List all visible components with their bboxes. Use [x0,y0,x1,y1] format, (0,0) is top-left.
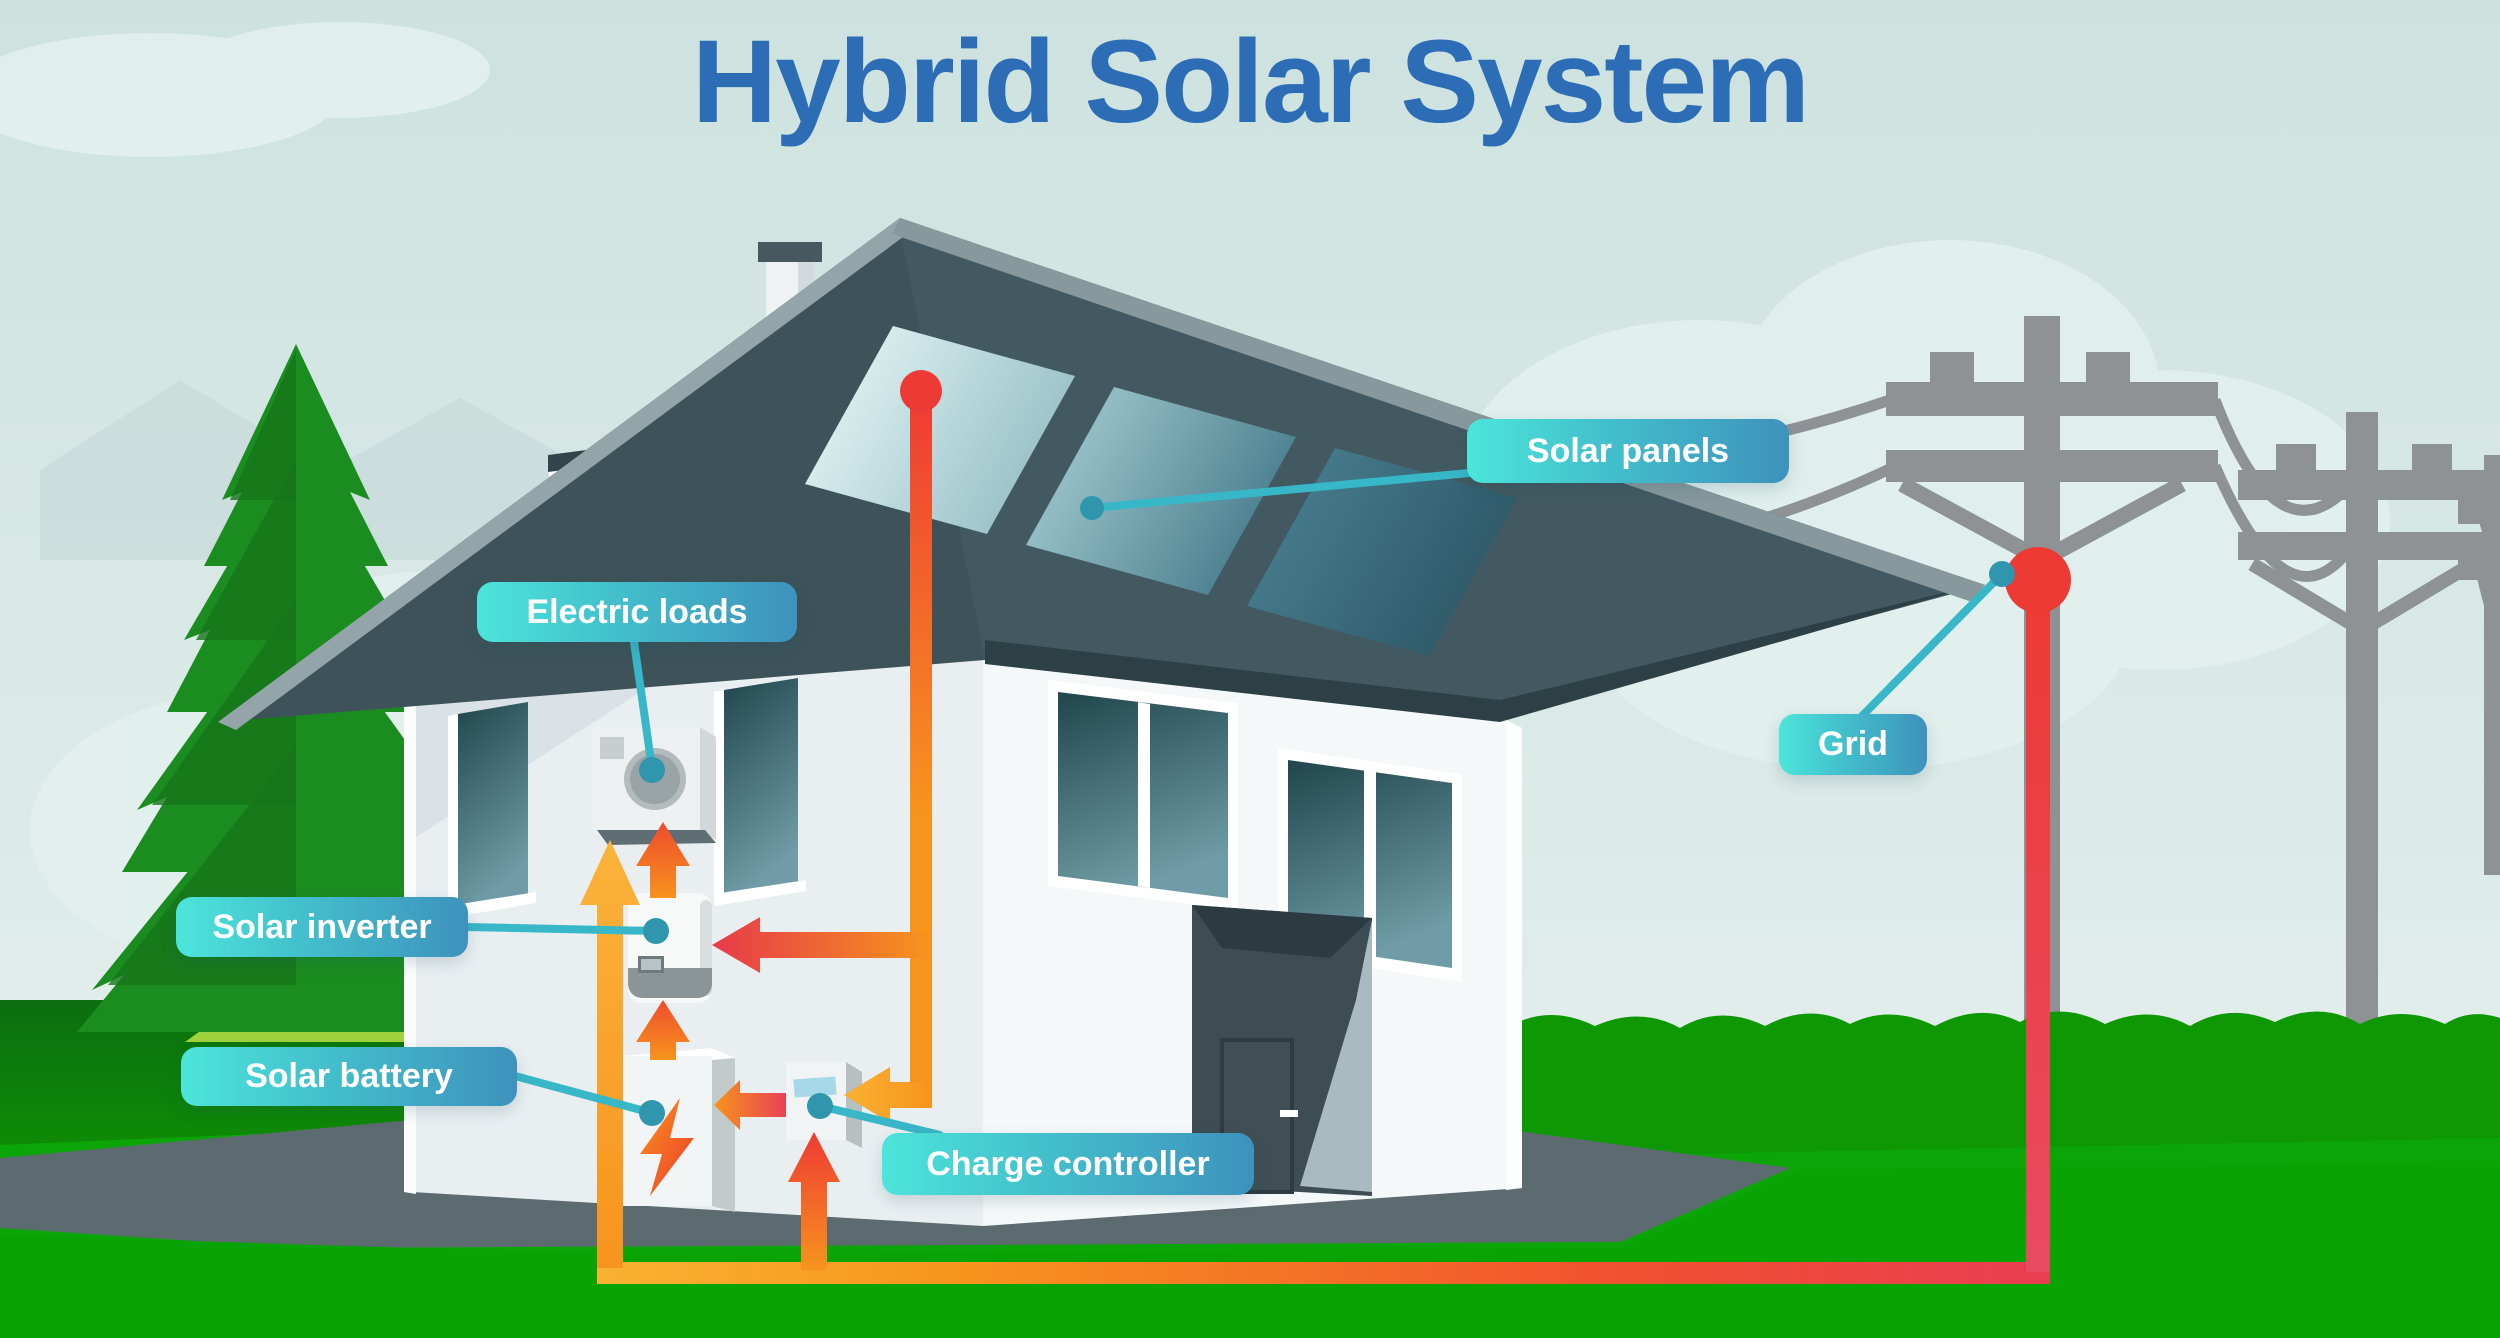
connector-dots [639,496,2015,1126]
node-dot-icon [1989,561,2015,587]
charge-controller-connector [816,1102,944,1139]
grid-cable [2026,582,2050,1272]
front-window-right [714,678,806,906]
arrow-pv-to-inverter [712,917,932,973]
electric-loads-connector [630,638,656,772]
ac-unit-electric-load [592,727,716,845]
solar-panel [1247,448,1517,656]
grid-connector [1858,570,2006,720]
node-dot-icon [639,757,665,783]
utility-pole-far [2238,412,2500,1092]
roof-ridge-left [218,218,918,730]
arrow-controller-to-battery [714,1080,786,1130]
ground-cable [597,1262,2050,1284]
node-dot-icon [1080,496,1104,520]
door-handle [1280,1110,1298,1117]
utility-pole-edge [2458,455,2500,875]
label-connectors [462,468,2006,1139]
solar-panel [1026,387,1296,595]
label-solar-panels: Solar panels [1467,419,1789,483]
display-icon [793,1076,837,1098]
node-dot-icon [807,1093,833,1119]
label-electric-loads: Electric loads [477,582,797,642]
node-dot-icon [639,1100,665,1126]
solar-panel [805,326,1075,534]
lightning-bolt-icon [640,1098,694,1196]
arrow-battery-to-inverter [636,1000,690,1060]
arrow-pv-to-controller [844,1067,932,1123]
arrow-inverter-to-loads [636,822,690,898]
label-grid: Grid [1779,714,1927,775]
page-title: Hybrid Solar System [691,16,1810,148]
pv-cable [910,391,932,1091]
arrow-ground-to-controller [788,1132,840,1270]
energy-flow [580,370,2071,1284]
solar-inverter-connector [462,923,660,935]
arrow-battery-to-loads [580,840,640,1268]
solar-battery-connector [511,1072,656,1117]
node-dot-icon [643,918,669,944]
solar-panels-connector [1088,468,1484,512]
solar-inverter-unit [628,893,712,1003]
roof-ridge-right [892,218,1985,602]
label-solar-battery: Solar battery [181,1047,517,1106]
pv-node-dot [900,370,942,412]
label-charge-controller: Charge controller [882,1133,1254,1195]
solar-battery-unit [620,1048,735,1212]
front-window-left [448,702,536,918]
entry-door [1192,905,1372,1196]
grass-front [0,1162,2500,1338]
grid-node-dot [2005,547,2071,613]
side-window-left [1048,680,1238,910]
wall-edge-right [1506,720,1522,1190]
solar-panel-array [805,326,1517,656]
label-solar-inverter: Solar inverter [176,897,468,957]
